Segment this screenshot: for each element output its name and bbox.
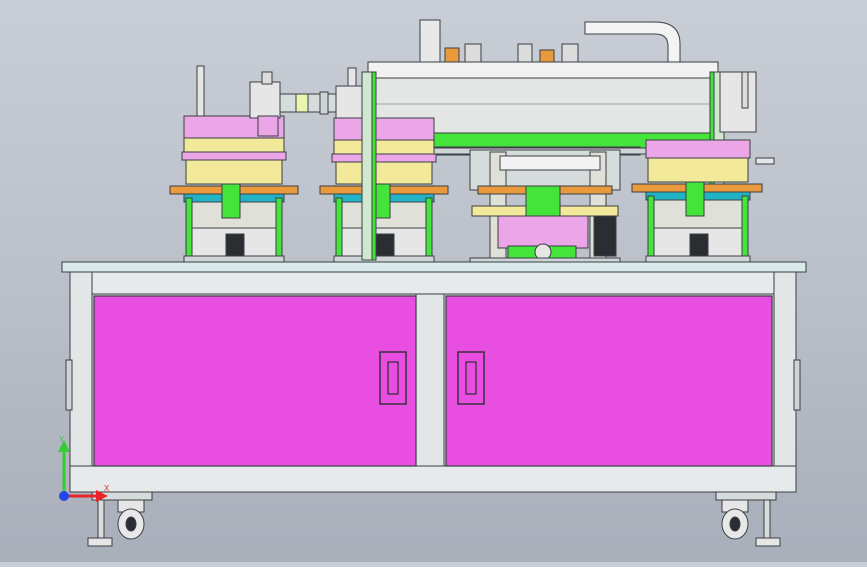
hood-top-plate [367,61,719,79]
hood-box [419,19,441,63]
left-door[interactable] [93,295,417,467]
station-3 [631,71,775,263]
caster-wheel-icon [117,499,145,540]
station-1 [169,65,299,263]
station-2 [319,67,449,263]
left-feet [87,491,153,547]
door-handle-icon[interactable] [457,351,485,405]
valve-4 [539,49,555,63]
right-feet [715,491,781,547]
valve-3 [517,43,533,63]
caster-wheel-icon [721,499,749,540]
tabletop [61,261,807,273]
valve-1 [444,47,460,63]
axis-x-label: X [104,484,110,493]
right-door[interactable] [445,295,773,467]
axis-y-label: Y [59,435,65,444]
center-press [469,149,621,264]
valve-5 [561,43,579,63]
valve-2 [464,43,482,63]
coordinate-triad-icon: Y X [58,435,110,502]
door-handle-icon[interactable] [379,351,407,405]
